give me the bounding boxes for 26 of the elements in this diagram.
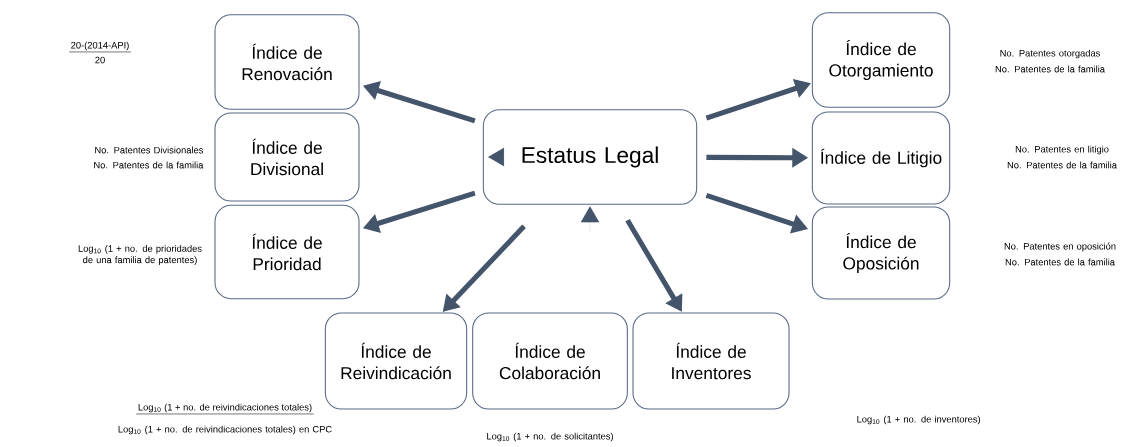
title-box: Estatus Legal — [482, 109, 698, 205]
index-box: Índice de Prioridad — [214, 204, 360, 300]
index-box: Índice de Otorgamiento — [811, 12, 951, 108]
formula-text: No. Patentes en oposición — [1004, 242, 1116, 252]
formula-text: No. Patentes de la familia — [94, 161, 204, 169]
formula-text: No. Patentes de la familia — [1005, 258, 1115, 266]
formula-text: Log$_{10}$ (1 + no. de inventores) — [857, 415, 981, 425]
formula-text: Log$_{10}$ (1 + no. de solicitantes) — [487, 432, 613, 442]
index-box: Índice de Litigio — [811, 111, 951, 205]
index-box: Índice de Divisional — [214, 112, 360, 202]
formula-text: No. Patentes en litigio — [1015, 145, 1109, 155]
formula-text: No. Patentes otorgadas — [1000, 49, 1100, 59]
formula-text: Log$_{10}$ (1 + no. de prioridades de una familia de patentes) — [78, 245, 202, 266]
node-label: Log$_{10}$ (1 + no. de reivindicaciones totales) en CPC — [118, 425, 332, 435]
formula-text: No. Patentes Divisionales — [95, 146, 204, 154]
formula-text: No. Patentes de la familia — [1007, 161, 1117, 169]
node-label: Log$_{10}$ (1 + no. de reivindicaciones totales) — [138, 403, 312, 413]
arrowhead — [580, 206, 600, 233]
index-box: Índice de Renovación — [214, 14, 360, 110]
formula-text: No. Patentes de la familia — [995, 65, 1105, 73]
index-box: Índice de Reivindicación — [324, 312, 468, 410]
arrowhead — [488, 147, 504, 167]
index-box: Índice de Colaboración — [472, 312, 628, 410]
index-box: Índice de Inventores — [632, 312, 790, 410]
index-box: Índice de Oposición — [811, 206, 951, 300]
fraction-formula: 20-(2014-API) 20 — [68, 41, 132, 64]
